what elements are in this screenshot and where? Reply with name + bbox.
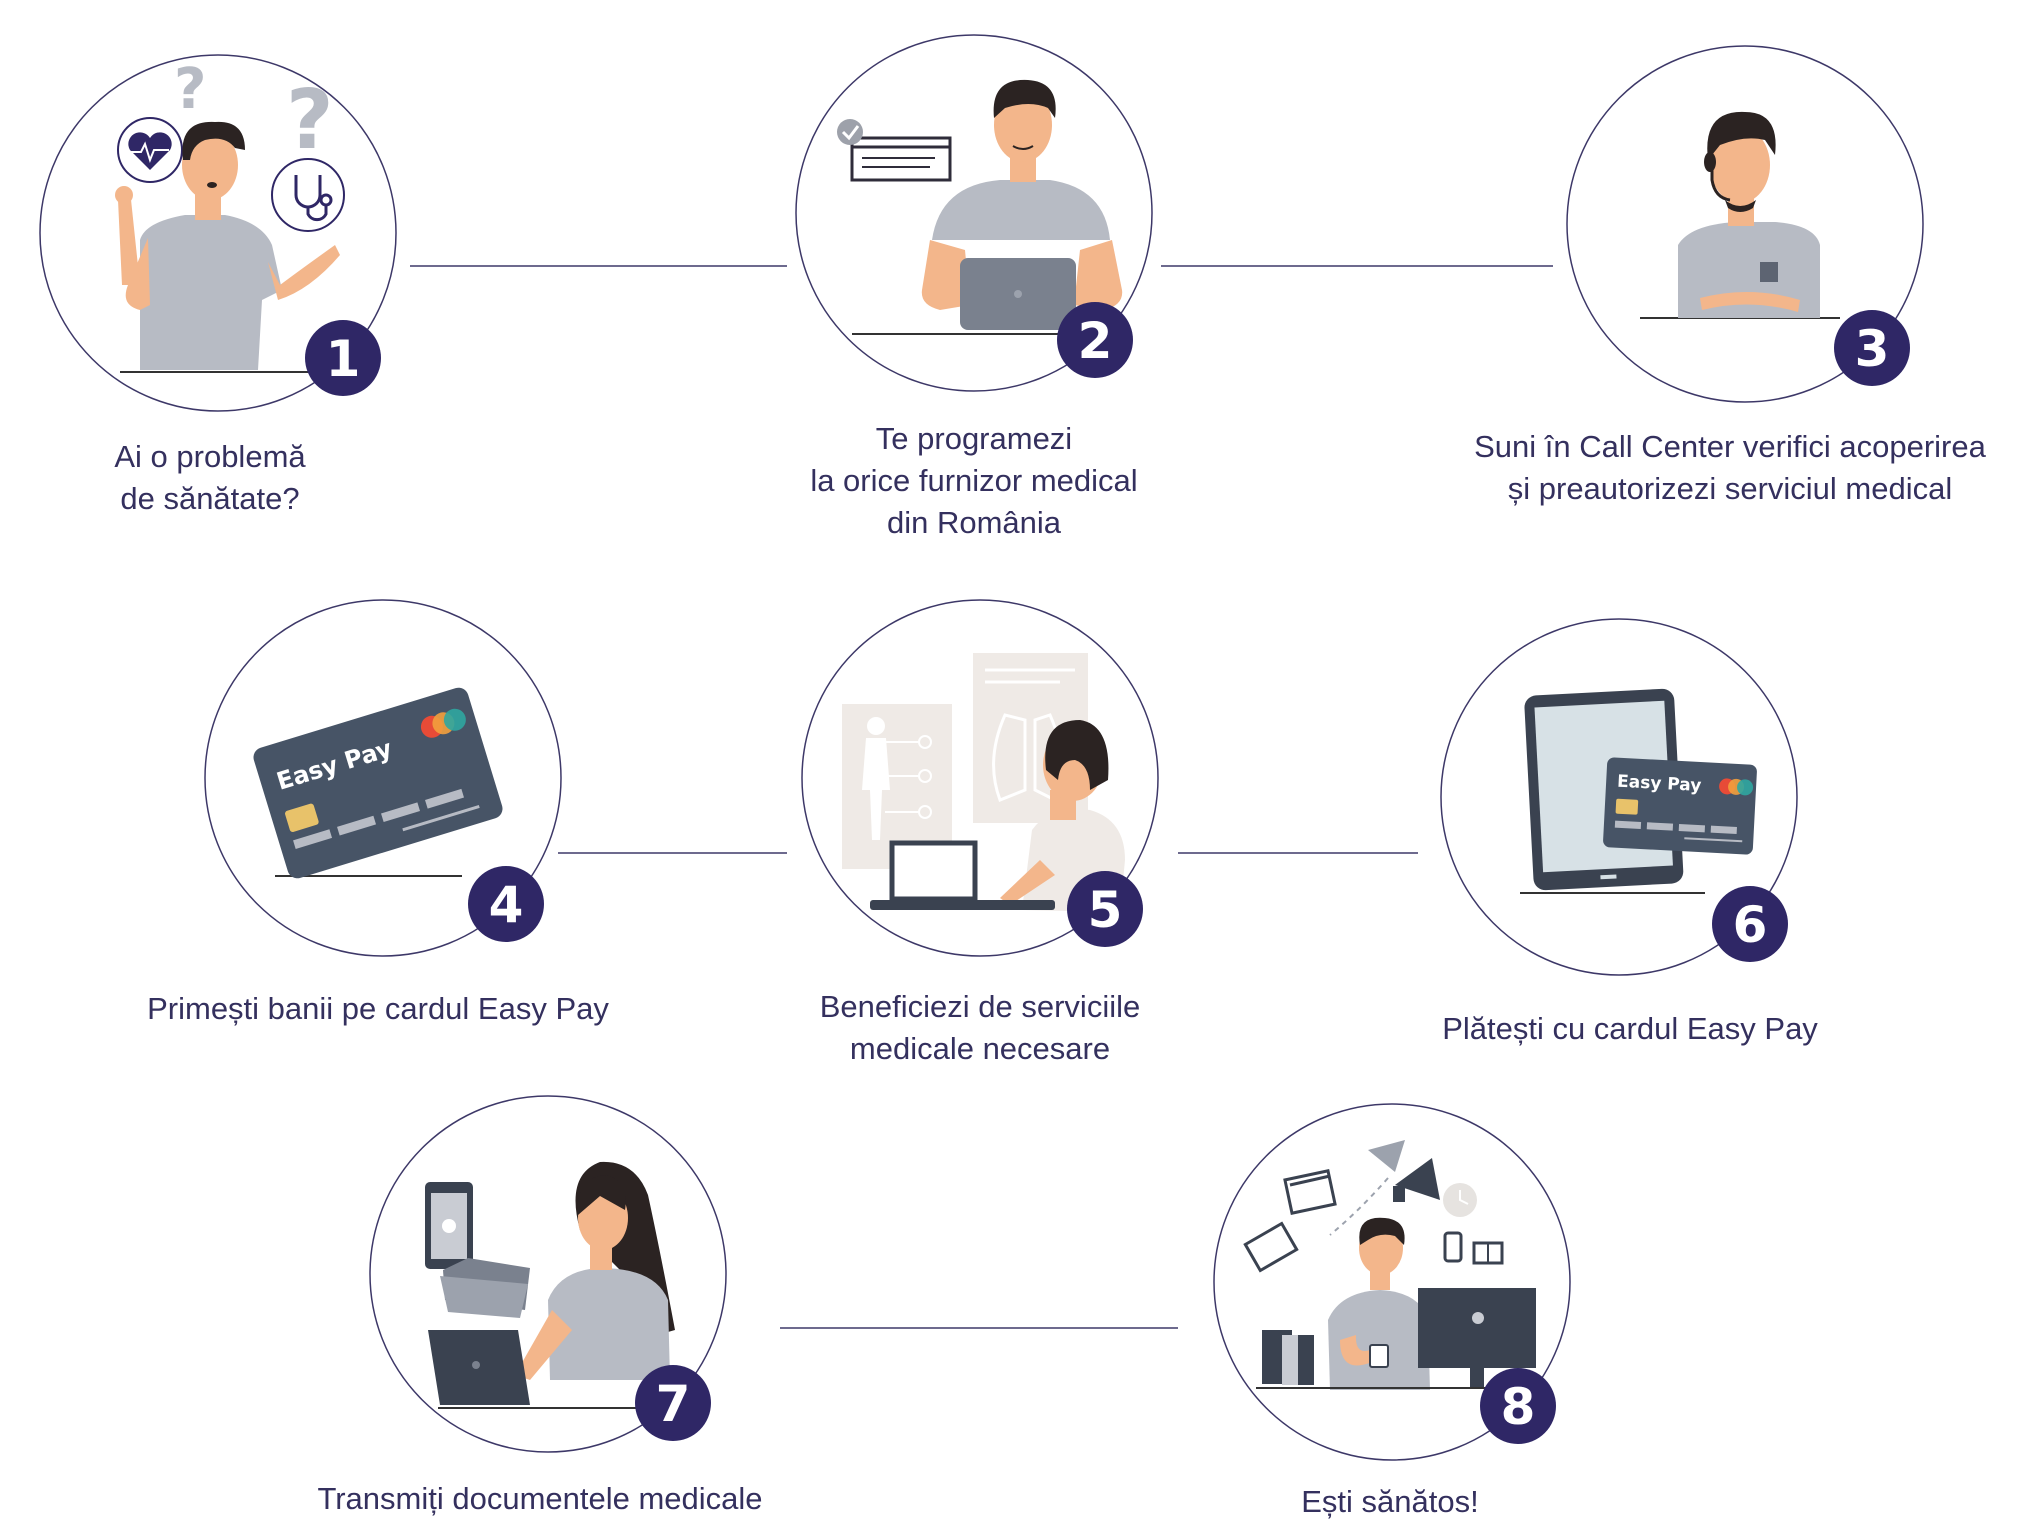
step-4-caption: Primești banii pe cardul Easy Pay xyxy=(118,988,638,1030)
step-6-ring xyxy=(1440,618,1798,976)
call-center-agent-icon xyxy=(1640,111,1840,319)
step-6-badge xyxy=(1712,886,1788,962)
step-5-number: 5 xyxy=(1088,881,1123,939)
card-icon: Easy Pay xyxy=(1603,757,1757,855)
step-4-ring xyxy=(204,599,562,957)
step-1: ? ? xyxy=(39,54,397,412)
step-4-number: 4 xyxy=(489,876,524,934)
step-2: 2 xyxy=(795,34,1153,392)
step-4: Easy Pay 4 xyxy=(204,599,562,957)
step-6-number: 6 xyxy=(1733,896,1768,954)
person-with-questions-icon: ? ? xyxy=(115,57,345,373)
grid-icon xyxy=(1472,1241,1504,1265)
paper-plane-icon xyxy=(1368,1140,1405,1172)
clipboard-icon xyxy=(1243,1221,1299,1273)
question-mark-icon: ? xyxy=(174,57,206,122)
step-5-ring xyxy=(801,599,1159,957)
healthy-person-at-desk-icon xyxy=(1243,1140,1536,1390)
step-8-caption-line1: Ești sănătos! xyxy=(1301,1484,1479,1519)
step-8: 8 xyxy=(1213,1103,1571,1461)
step-1-number: 1 xyxy=(326,330,361,388)
monitor-icon xyxy=(1418,1288,1536,1368)
calendar-icon xyxy=(1283,1169,1337,1215)
heart-icon xyxy=(117,117,183,183)
step-6-caption-line1: Plătești cu cardul Easy Pay xyxy=(1442,1011,1818,1046)
step-5-caption-line1: Beneficiezi de serviciile xyxy=(819,989,1141,1024)
step-8-number: 8 xyxy=(1501,1378,1536,1436)
phone-icon xyxy=(1443,1231,1463,1263)
step-1-caption: Ai o problemă de sănătate? xyxy=(60,436,360,520)
step-1-ring xyxy=(39,54,397,412)
step-7-caption: Transmiți documentele medicale xyxy=(260,1478,820,1520)
step-8-caption: Ești sănătos! xyxy=(1230,1481,1550,1523)
step-3-number: 3 xyxy=(1855,320,1890,378)
step-5: 5 xyxy=(801,599,1159,957)
phone-icon xyxy=(425,1182,473,1269)
card-brand-label-small: Easy Pay xyxy=(1617,772,1702,796)
step-2-caption-line1: Te programezi xyxy=(875,421,1073,456)
step-7: 7 xyxy=(369,1095,727,1453)
step-5-badge xyxy=(1067,871,1143,947)
step-6: Easy Pay 6 xyxy=(1440,618,1798,976)
step-2-ring xyxy=(795,34,1153,392)
step-2-caption: Te programezi la orice furnizor medical … xyxy=(764,418,1184,544)
coffee-cup-icon xyxy=(1369,1344,1389,1368)
megaphone-icon xyxy=(1393,1158,1440,1202)
step-1-caption-line2: de sănătate? xyxy=(120,481,300,516)
step-3-caption-line1: Suni în Call Center verifici acoperirea xyxy=(1474,429,1986,464)
step-1-badge xyxy=(305,320,381,396)
step-2-badge xyxy=(1057,302,1133,378)
step-3-caption: Suni în Call Center verifici acoperirea … xyxy=(1440,426,2020,510)
step-6-caption: Plătești cu cardul Easy Pay xyxy=(1380,1008,1880,1050)
stethoscope-icon xyxy=(271,158,345,232)
step-7-badge xyxy=(635,1365,711,1441)
clock-icon xyxy=(1443,1183,1477,1217)
browser-window-icon xyxy=(837,119,952,182)
step-2-number: 2 xyxy=(1078,312,1113,370)
step-2-caption-line2: la orice furnizor medical xyxy=(810,463,1138,498)
step-7-number: 7 xyxy=(656,1375,691,1433)
woman-sending-documents-icon xyxy=(425,1161,675,1409)
step-8-badge xyxy=(1480,1368,1556,1444)
person-at-laptop-icon xyxy=(837,79,1123,335)
tablet-and-card-icon: Easy Pay xyxy=(1520,688,1757,894)
step-4-caption-line1: Primești banii pe cardul Easy Pay xyxy=(147,991,609,1026)
step-7-caption-line1: Transmiți documentele medicale xyxy=(317,1481,763,1516)
payment-card-icon: Easy Pay xyxy=(253,687,503,879)
step-8-ring xyxy=(1213,1103,1571,1461)
question-mark-icon: ? xyxy=(286,73,334,168)
step-7-ring xyxy=(369,1095,727,1453)
step-5-caption-line2: medicale necesare xyxy=(849,1031,1111,1066)
step-3-caption-line2: și preautorizezi serviciul medical xyxy=(1507,471,1953,506)
step-3: 3 xyxy=(1566,45,1924,403)
medical-consultation-icon xyxy=(842,653,1125,912)
step-1-caption-line1: Ai o problemă xyxy=(114,439,306,474)
step-2-caption-line3: din România xyxy=(886,505,1062,540)
connectors xyxy=(410,265,1553,1329)
step-5-caption: Beneficiezi de serviciile medicale neces… xyxy=(760,986,1200,1070)
step-3-badge xyxy=(1834,310,1910,386)
step-4-badge xyxy=(468,866,544,942)
step-3-ring xyxy=(1566,45,1924,403)
